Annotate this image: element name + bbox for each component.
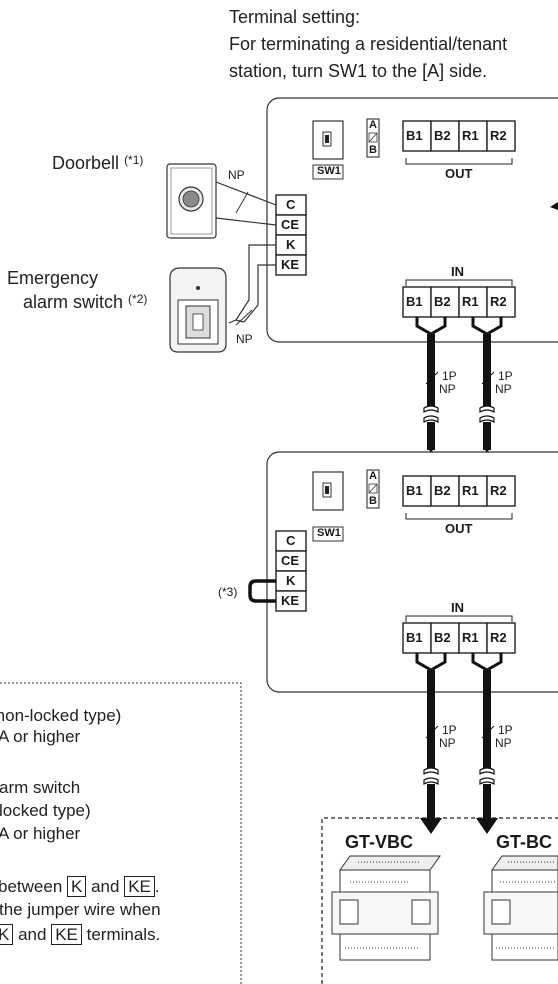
doorbell-label: Doorbell (*1) [52,153,144,173]
top-term-k: K [286,237,296,252]
top-term-ce: CE [281,217,300,232]
bottom-in-b2: B2 [434,630,451,645]
note3-line2: the jumper wire when [0,900,161,919]
terminal-setting-title: Terminal setting: [229,7,361,27]
cable4-1p-label: 1P [498,723,513,737]
bottom-in-terminals [402,622,516,654]
note3-line3: K and KE terminals. [0,924,160,945]
top-term-c: C [286,197,296,212]
alarm-label-line1: Emergency [7,268,99,288]
terminal-setting-line2: For terminating a residential/tenant [229,34,508,54]
top-out-r2: R2 [490,128,507,143]
top-term-ke: KE [281,257,300,272]
bottom-in-r1: R1 [462,630,479,645]
top-sw-b-label: B [369,144,377,156]
top-out-b1: B1 [406,128,423,143]
alarm-np-label: NP [236,332,253,346]
top-in-b2: B2 [434,294,451,309]
gt-vbc-label: GT-VBC [345,832,414,852]
bottom-in-b1: B1 [406,630,423,645]
note1-line2: A or higher [0,727,81,746]
gt-bc-device [483,855,558,961]
top-sw-a-label: A [369,119,377,131]
bottom-term-ke: KE [281,593,300,608]
bottom-out-b1: B1 [406,483,423,498]
gt-bc-label: GT-BC [496,832,552,852]
bottom-out-terminals [402,475,516,507]
cable3-1p-label: 1P [442,723,457,737]
doorbell-np-label: NP [228,168,245,182]
top-in-r2: R2 [490,294,507,309]
jumper-wire [248,579,276,603]
top-in-r1: R1 [462,294,479,309]
cable1-np-label: NP [439,382,456,396]
gt-vbc-device [331,855,441,961]
top-sw1-label: SW1 [317,165,341,177]
bottom-out-b2: B2 [434,483,451,498]
jumper-ref-label: (*3) [218,585,238,599]
bottom-in-label: IN [451,600,464,615]
note1-line1: (non-locked type) [0,706,122,725]
top-out-terminals [402,120,516,152]
doorbell-device [166,163,217,239]
bottom-out-label: OUT [445,521,473,536]
top-in-label: IN [451,264,464,279]
top-out-r1: R1 [462,128,479,143]
cable3-np-label: NP [439,736,456,750]
device-enclosure [321,817,558,984]
bottom-sw-b-label: B [369,495,377,507]
alarm-label-line2: alarm switch (*2) [23,292,148,312]
terminal-setting-line3: station, turn SW1 to the [A] side. [229,61,488,81]
note2-line3: A or higher [0,824,81,843]
cable2-1p-label: 1P [498,369,513,383]
bottom-term-k: K [286,573,296,588]
bottom-term-c: C [286,533,296,548]
cable1-1p-label: 1P [442,369,457,383]
bottom-in-r2: R2 [490,630,507,645]
cable4-np-label: NP [495,736,512,750]
alarm-switch-device [169,267,227,353]
top-out-label: OUT [445,166,473,181]
bottom-left-terminals [275,530,307,612]
notes-box [0,682,242,984]
note3-line1: between K and KE. [0,876,160,897]
note2-line2: locked type) [0,801,91,820]
bottom-out-r2: R2 [490,483,507,498]
bottom-out-r1: R1 [462,483,479,498]
top-out-b2: B2 [434,128,451,143]
top-in-b1: B1 [406,294,423,309]
bottom-sw-a-label: A [369,470,377,482]
note2-line1: arm switch [0,778,81,797]
cable2-np-label: NP [495,382,512,396]
bottom-term-ce: CE [281,553,300,568]
bottom-sw1-label: SW1 [317,527,341,539]
